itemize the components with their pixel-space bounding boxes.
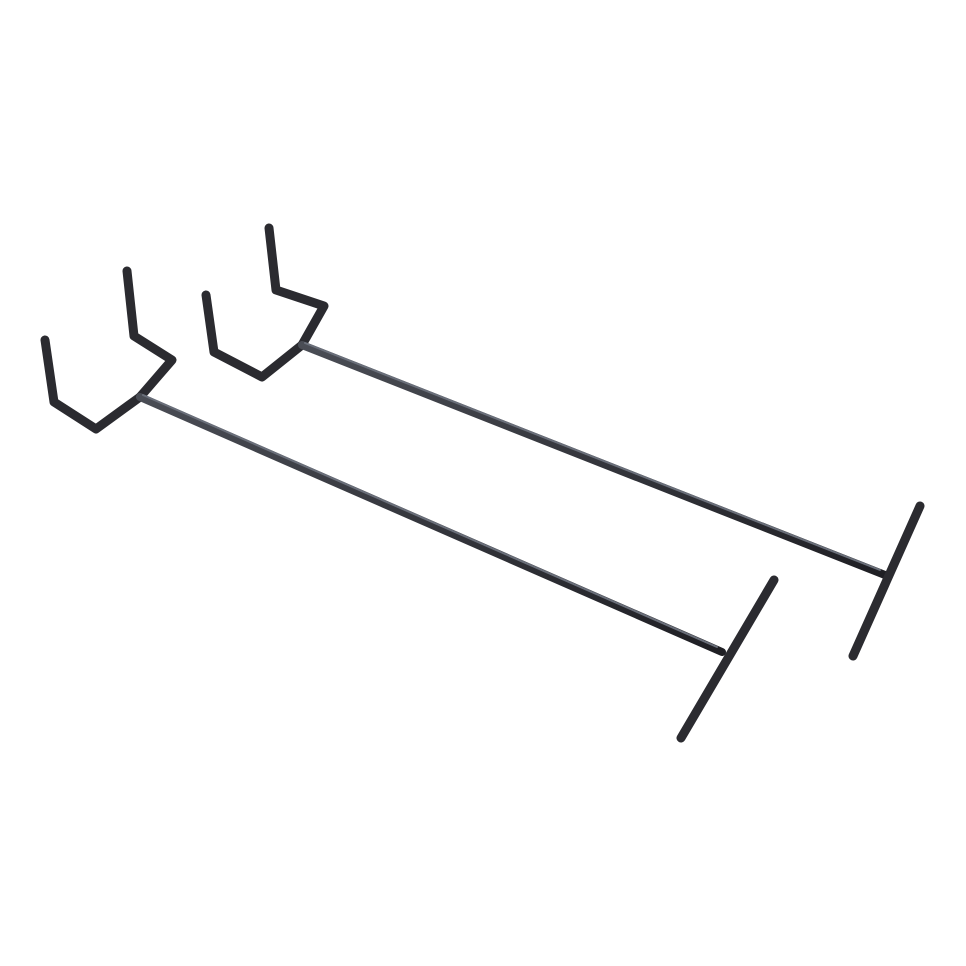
front-hook-right-prong [122,266,177,402]
back-hook-left-prong [201,290,307,382]
front-hook-t-handle [676,575,779,743]
front-hook-rod-highlight [142,394,718,648]
back-hook-rod [298,341,889,579]
back-hook [201,223,925,661]
back-hook-rod-highlight [304,342,881,571]
front-hook [40,266,779,743]
back-hook-t-handle [848,501,925,661]
back-hook-right-prong [264,223,329,350]
front-hook-rod [136,393,726,656]
front-hook-left-prong [40,335,145,434]
